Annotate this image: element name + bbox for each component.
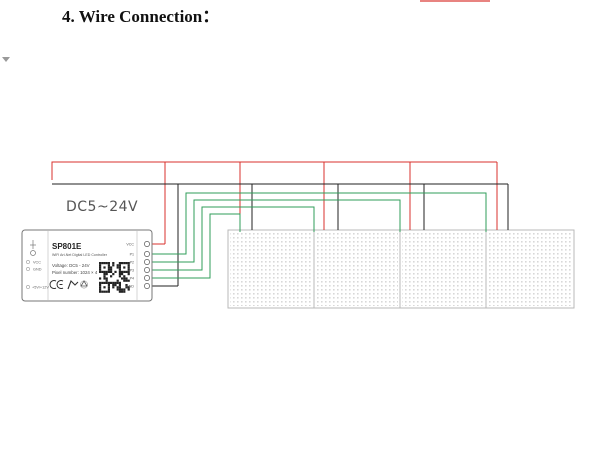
led-panel-4 [485, 229, 575, 309]
side-label-voltage: +5V/+12V [32, 286, 49, 290]
data-wire-p1 [151, 192, 487, 255]
led-panel-2-grid [316, 232, 398, 306]
terminal-gnd [144, 283, 150, 289]
data-wires [151, 192, 487, 279]
data-wire-p3 [151, 206, 315, 271]
led-panel-3-grid [402, 232, 484, 306]
terminal-p2 [144, 259, 150, 265]
controller-pixels: Pixel number: 1024 × 4 [52, 270, 98, 275]
data-wire-p2 [151, 199, 401, 263]
pin-terminals [144, 241, 150, 289]
controller-voltage: Voltage: DC5 - 24V [52, 263, 90, 268]
controller-model: SP801E [52, 242, 82, 251]
side-terminal-icons [26, 260, 30, 289]
power-jack-icon [30, 240, 36, 256]
side-label-gnd: GND [33, 268, 42, 272]
power-supply-label: DC5~24V [66, 199, 138, 215]
collapse-marker-icon [2, 57, 10, 62]
led-panel-2 [313, 229, 401, 309]
sp801e-controller: VCC GND +5V/+12V SP801E WiFi Art-Net Dig… [21, 229, 153, 302]
terminal-vcc [144, 241, 150, 247]
pin-label-gnd: GND [126, 285, 134, 289]
qr-code-icon [98, 261, 131, 294]
data-wire-p4 [151, 213, 241, 279]
pin-label-p2: P2 [130, 261, 134, 265]
section-heading: 4. Wire Connection： [62, 7, 220, 26]
led-panel-1 [227, 229, 315, 309]
pin-label-vcc: VCC [126, 243, 134, 247]
terminal-p1 [144, 251, 150, 257]
top-border [0, 0, 609, 2]
controller-subtitle: WiFi Art-Net Digital LED Controller [52, 253, 108, 257]
led-panel-3 [399, 229, 487, 309]
recycle-icon [80, 280, 88, 289]
pin-label-p3: P3 [130, 269, 134, 273]
led-panel-4-grid [488, 232, 572, 306]
pin-label-p4: P4 [130, 277, 134, 281]
pin-label-p1: P1 [130, 253, 134, 257]
led-panel-1-grid [230, 232, 312, 306]
gnd-wire [52, 183, 509, 287]
side-label-vcc: VCC [33, 261, 41, 265]
led-panels [227, 229, 575, 309]
terminal-p3 [144, 267, 150, 273]
terminal-p4 [144, 275, 150, 281]
ce-mark-icon [49, 280, 64, 289]
fc-mark-icon [67, 280, 79, 290]
